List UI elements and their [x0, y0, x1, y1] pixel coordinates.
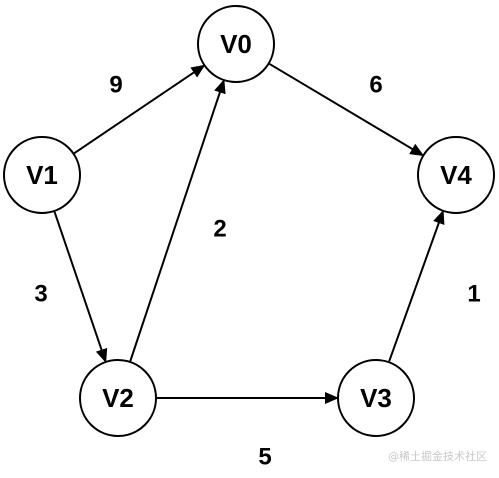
edge-v2-to-v0: [129, 79, 226, 362]
edge-v0-to-v4: [268, 63, 425, 157]
edge-weight-v0-v4: 6: [369, 72, 382, 99]
edge-weight-v2-v3: 5: [258, 444, 271, 471]
edges-layer: [53, 63, 445, 404]
edge-weight-v1-v2: 3: [34, 281, 47, 308]
node-v1: V1: [3, 136, 81, 214]
node-v2: V2: [79, 359, 157, 437]
node-label: V2: [102, 383, 134, 413]
node-v4: V4: [417, 136, 495, 214]
node-v0: V0: [197, 5, 275, 83]
node-circle: [337, 359, 415, 437]
edge-weight-v2-v0: 2: [213, 216, 226, 243]
watermark-text: @稀土掘金技术社区: [388, 450, 487, 463]
edge-v1-to-v0: [73, 64, 206, 155]
node-label: V3: [360, 383, 392, 413]
node-circle: [197, 5, 275, 83]
edge-weight-v1-v0: 9: [109, 72, 122, 99]
edge-v1-to-v2: [53, 211, 108, 363]
node-label: V0: [220, 29, 252, 59]
node-circle: [3, 136, 81, 214]
node-circle: [417, 136, 495, 214]
node-label: V4: [440, 160, 472, 190]
edge-weight-v3-v4: 1: [467, 281, 480, 308]
edge-v3-to-v4: [388, 209, 445, 362]
node-circle: [79, 359, 157, 437]
node-label: V1: [26, 160, 58, 190]
edge-weights-layer: 9 6 2 3 1 5: [34, 72, 480, 471]
node-v3: V3: [337, 359, 415, 437]
